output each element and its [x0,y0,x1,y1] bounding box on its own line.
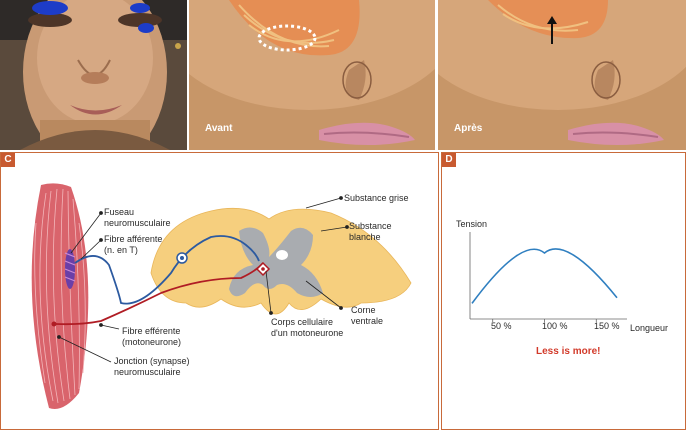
y-axis-label: Tension [456,219,488,229]
panel-d-length-tension-chart: D Tension Longueur 50 % 100 % 150 % Less… [441,152,686,430]
chart-caption: Less is more! [536,346,601,357]
after-label: Après [454,123,483,134]
panel-c-tag: C [1,153,15,167]
label-motoneuron-body: Corps cellulaire d'un motoneurone [271,317,344,338]
label-muscle-spindle: Fuseau neuromusculaire [104,207,171,228]
afferent-fiber [74,235,260,305]
x-tick-label: 50 % [491,321,512,331]
before-label: Avant [205,123,233,134]
panel-c-neuromuscular-diagram: C Fuseau neuromusculaire Fibre afférente… [0,152,439,430]
x-tick-label: 100 % [542,321,568,331]
muscle-spindle [65,249,75,289]
label-neuromuscular-junction: Jonction (synapse) neuromusculaire [114,356,190,377]
after-photo: Après [438,0,686,150]
muscle-illustration [31,183,89,409]
treatment-area-outline [257,24,317,52]
label-afferent-fiber: Fibre afférente (n. en T) [104,234,163,255]
label-ventral-horn: Corne ventrale [351,305,384,326]
efferent-fiber [55,262,264,326]
tension-curve [471,248,618,304]
before-photo: Avant [189,0,435,150]
spinal-cord-grey-matter [229,227,323,297]
panel-d-tag: D [442,153,456,167]
label-white-matter: Substance blanche [349,221,392,242]
face-photo [0,0,187,150]
label-grey-matter: Substance grise [344,193,409,203]
x-tick-label: 150 % [594,321,620,331]
label-efferent-fiber: Fibre efférente (motoneurone) [122,326,182,347]
length-tension-chart [469,232,627,322]
x-axis-label: Longueur [630,323,669,333]
